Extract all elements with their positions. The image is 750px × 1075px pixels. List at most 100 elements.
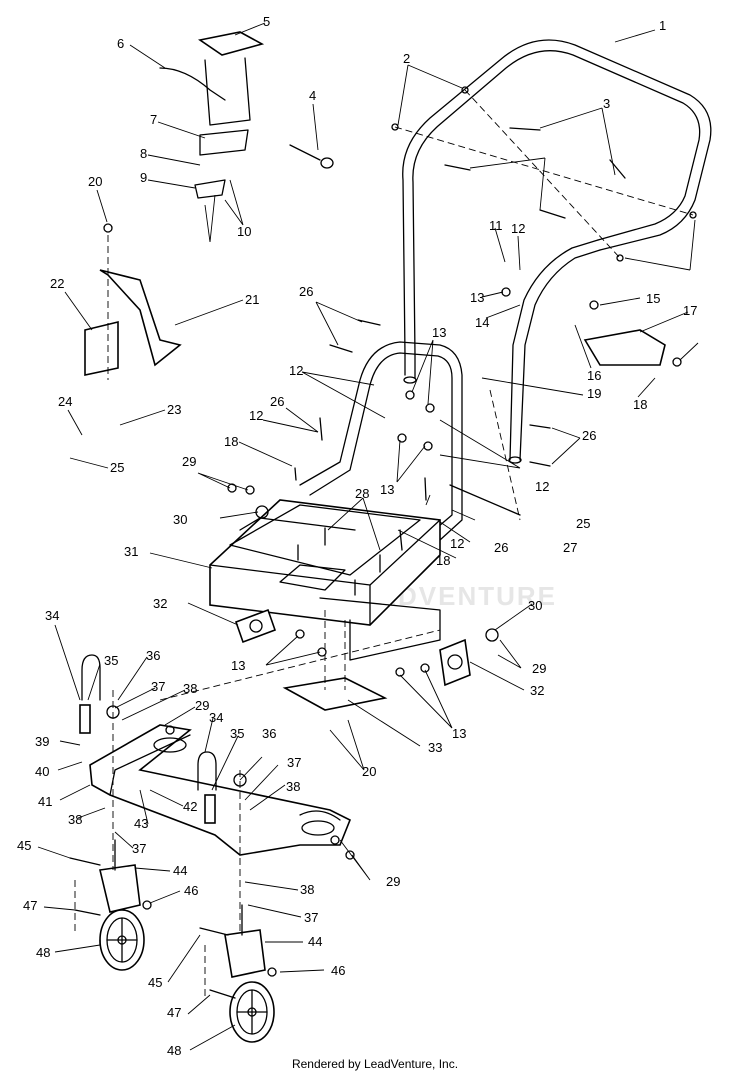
callout-38c: 38 bbox=[68, 812, 82, 827]
callout-32: 32 bbox=[153, 596, 167, 611]
callout-44: 44 bbox=[173, 863, 187, 878]
callout-42: 42 bbox=[183, 799, 197, 814]
callout-27: 27 bbox=[563, 540, 577, 555]
callout-18b: 18 bbox=[224, 434, 238, 449]
callout-13d: 13 bbox=[231, 658, 245, 673]
callout-24: 24 bbox=[58, 394, 72, 409]
callout-17: 17 bbox=[683, 303, 697, 318]
shield-bracket bbox=[84, 269, 182, 376]
control-lever bbox=[159, 31, 265, 199]
callout-12e: 12 bbox=[450, 536, 464, 551]
callout-26: 26 bbox=[299, 284, 313, 299]
callout-33: 33 bbox=[428, 740, 442, 755]
wheel-right bbox=[229, 981, 275, 1043]
callout-21: 21 bbox=[245, 292, 259, 307]
callout-47b: 47 bbox=[167, 1005, 181, 1020]
bearing-plate-left bbox=[234, 608, 277, 644]
callout-26c: 26 bbox=[582, 428, 596, 443]
callout-38d: 38 bbox=[300, 882, 314, 897]
callout-38: 38 bbox=[183, 681, 197, 696]
callout-9: 9 bbox=[140, 170, 147, 185]
callout-45: 45 bbox=[17, 838, 31, 853]
callout-37: 37 bbox=[151, 679, 165, 694]
callout-29: 29 bbox=[182, 454, 196, 469]
throttle-cable bbox=[289, 144, 334, 169]
callout-47: 47 bbox=[23, 898, 37, 913]
callout-46: 46 bbox=[184, 883, 198, 898]
callout-28: 28 bbox=[355, 486, 369, 501]
callout-30b: 30 bbox=[528, 598, 542, 613]
bearing-plate-right bbox=[439, 638, 471, 687]
callout-40: 40 bbox=[35, 764, 49, 779]
callout-20: 20 bbox=[88, 174, 102, 189]
callout-8: 8 bbox=[140, 146, 147, 161]
callout-32b: 32 bbox=[530, 683, 544, 698]
callout-41: 41 bbox=[38, 794, 52, 809]
callout-6: 6 bbox=[117, 36, 124, 51]
callout-18c: 18 bbox=[436, 553, 450, 568]
wheel-left bbox=[99, 909, 145, 971]
bolts bbox=[69, 127, 626, 999]
footer-credit: Rendered by LeadVenture, Inc. bbox=[291, 1057, 459, 1071]
callout-12c: 12 bbox=[249, 408, 263, 423]
spring-left bbox=[79, 654, 101, 734]
callout-29b: 29 bbox=[532, 661, 546, 676]
callout-44b: 44 bbox=[308, 934, 322, 949]
callout-11: 11 bbox=[489, 218, 503, 233]
callout-12: 12 bbox=[511, 221, 525, 236]
callout-25b: 25 bbox=[576, 516, 590, 531]
callout-labels: 1 2 3 4 5 6 7 8 9 10 11 12 13 14 15 16 1… bbox=[17, 14, 697, 1058]
callout-14: 14 bbox=[475, 315, 489, 330]
latch-bracket bbox=[583, 329, 666, 366]
callout-29d: 29 bbox=[386, 874, 400, 889]
callout-18: 18 bbox=[633, 397, 647, 412]
callout-2: 2 bbox=[403, 51, 410, 66]
caster-arm bbox=[89, 724, 352, 856]
skid-plate bbox=[282, 677, 388, 711]
rod bbox=[449, 484, 521, 516]
callout-36b: 36 bbox=[262, 726, 276, 741]
callout-43: 43 bbox=[134, 816, 148, 831]
callout-35b: 35 bbox=[230, 726, 244, 741]
callout-13: 13 bbox=[470, 290, 484, 305]
callout-45b: 45 bbox=[148, 975, 162, 990]
callout-13b: 13 bbox=[432, 325, 446, 340]
callout-37b: 37 bbox=[287, 755, 301, 770]
hardware bbox=[103, 86, 697, 977]
callout-22: 22 bbox=[50, 276, 64, 291]
callout-23: 23 bbox=[167, 402, 181, 417]
callout-5: 5 bbox=[263, 14, 270, 29]
callout-16: 16 bbox=[587, 368, 601, 383]
callout-34: 34 bbox=[45, 608, 59, 623]
callout-7: 7 bbox=[150, 112, 157, 127]
handle-bar bbox=[402, 39, 712, 464]
leader-lines bbox=[37, 22, 699, 1051]
callout-26d: 26 bbox=[494, 540, 508, 555]
callout-4: 4 bbox=[309, 88, 316, 103]
callout-29c: 29 bbox=[195, 698, 209, 713]
callout-20b: 20 bbox=[362, 764, 376, 779]
main-frame bbox=[209, 499, 441, 661]
caster-fork-right bbox=[224, 929, 266, 978]
callout-10: 10 bbox=[237, 224, 251, 239]
callout-48b: 48 bbox=[167, 1043, 181, 1058]
spring-right bbox=[197, 751, 217, 824]
callout-34b: 34 bbox=[209, 710, 223, 725]
callout-38b: 38 bbox=[286, 779, 300, 794]
callout-30: 30 bbox=[173, 512, 187, 527]
callout-12b: 12 bbox=[289, 363, 303, 378]
callout-46b: 46 bbox=[331, 963, 345, 978]
callout-13e: 13 bbox=[452, 726, 466, 741]
callout-1: 1 bbox=[659, 18, 666, 33]
callout-26b: 26 bbox=[270, 394, 284, 409]
callout-15: 15 bbox=[646, 291, 660, 306]
callout-48: 48 bbox=[36, 945, 50, 960]
callout-39: 39 bbox=[35, 734, 49, 749]
callout-19: 19 bbox=[587, 386, 601, 401]
callout-35: 35 bbox=[104, 653, 118, 668]
callout-36: 36 bbox=[146, 648, 160, 663]
lower-handle bbox=[299, 341, 463, 541]
callout-13c: 13 bbox=[380, 482, 394, 497]
caster-fork-left bbox=[99, 864, 141, 913]
